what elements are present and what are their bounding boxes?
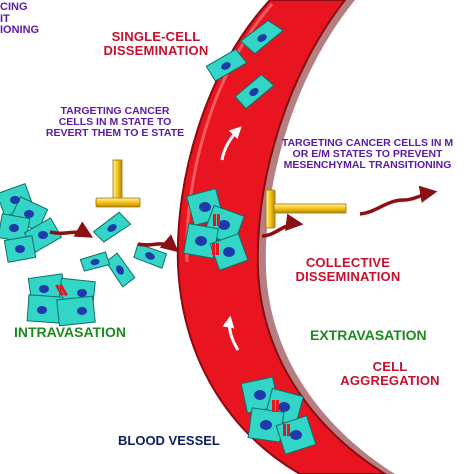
- intravasation-arrow: [137, 234, 179, 253]
- vessel-flow-arrow: [222, 315, 240, 351]
- t-bar-inhibitor-icon: [95, 159, 141, 208]
- single-cell-dissemination-label: SINGLE-CELL DISSEMINATION: [103, 29, 209, 58]
- mesenchymal-cell: [133, 243, 168, 269]
- targeting-m-state-label: TARGETING CANCER CELLS IN M STATE TO REV…: [45, 105, 185, 140]
- epithelial-cell-cluster: [26, 273, 96, 327]
- vessel-flow-arrow: [220, 126, 242, 161]
- collective-dissemination-label: COLLECTIVE DISSEMINATION: [295, 255, 401, 284]
- tumor-cell-mass: [0, 182, 63, 263]
- vessel-cell-aggregate: [240, 376, 317, 455]
- vessel-single-cell: [205, 48, 248, 82]
- blood-vessel-label: BLOOD VESSEL: [118, 433, 220, 448]
- mesenchymal-cell: [92, 211, 132, 243]
- intravasation-arrow: [49, 221, 94, 238]
- mesenchymal-cell: [105, 252, 136, 288]
- mesenchymal-cell: [79, 251, 111, 272]
- vessel-cell-cluster: [183, 188, 249, 271]
- vessel-single-cell: [234, 73, 275, 110]
- dissemination-arrow: [359, 185, 438, 216]
- vessel-single-cell: [239, 19, 284, 55]
- targeting-em-state-label: TARGETING CANCER CELLS IN M OR E/M STATE…: [281, 137, 454, 172]
- cell-aggregation-label: CELL AGGREGATION: [340, 359, 440, 388]
- top-left-label-fragment: CING IT IONING: [0, 1, 40, 37]
- extravasation-label: EXTRAVASATION: [310, 327, 427, 343]
- t-bar-inhibitor-icon: [265, 189, 347, 229]
- intravasation-label: INTRAVASATION: [14, 324, 126, 340]
- extravasation-arrow: [261, 213, 304, 238]
